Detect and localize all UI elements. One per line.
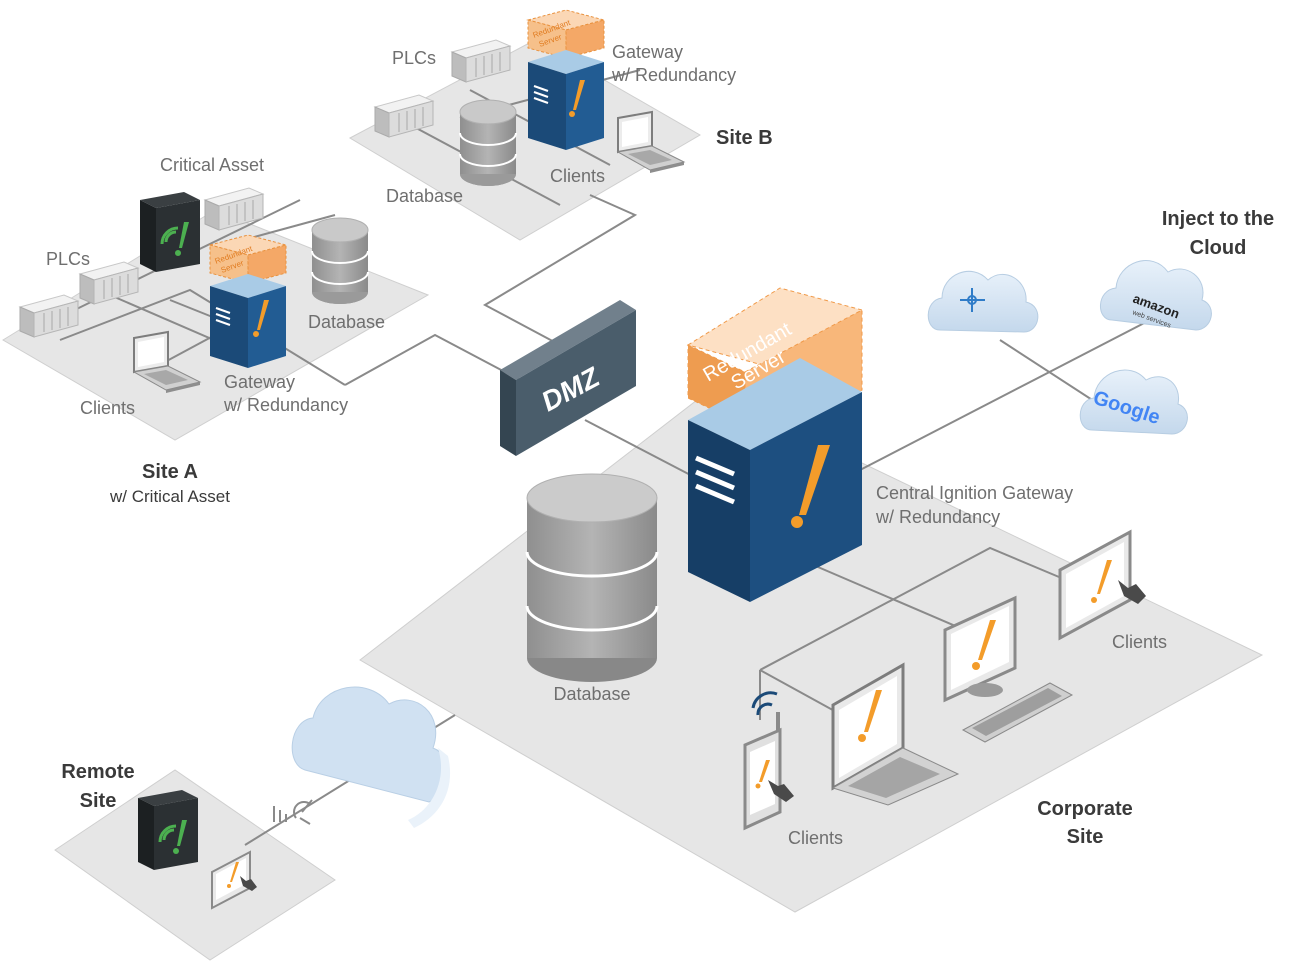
mobile-device-icon (743, 691, 794, 831)
amazon-web-services-icon: amazon web services (1100, 260, 1212, 331)
site-a-gateway-label: Gateway (224, 372, 295, 392)
site-b-gateway-label-2: w/ Redundancy (611, 65, 736, 85)
remote-touch-panel-icon (211, 850, 257, 910)
remote-platform (54, 769, 336, 961)
touch-monitor-icon (1058, 529, 1146, 641)
satellite-dish-icon (293, 799, 313, 825)
corporate-title: Corporate (1037, 798, 1133, 820)
central-database-label: Database (553, 684, 630, 704)
desktop-monitor-icon (943, 595, 1074, 743)
dmz-firewall: DMZ (500, 300, 636, 456)
remote-site (136, 788, 313, 910)
internet-cloud-icon (291, 686, 451, 828)
cloud-title: Inject to the (1162, 208, 1274, 230)
critical-asset-icon (138, 190, 202, 274)
site-b-title: Site B (716, 127, 773, 149)
central-database-icon (525, 473, 659, 682)
central-gateway-label: Central Ignition Gateway (876, 483, 1073, 503)
site-a-clients-label: Clients (80, 398, 135, 418)
site-a-critical-asset-label: Critical Asset (160, 155, 264, 175)
corporate-clients-right-label: Clients (1112, 632, 1167, 652)
database-icon (459, 99, 517, 187)
site-b-database-label: Database (386, 186, 463, 206)
corporate-clients-bottom-label: Clients (788, 828, 843, 848)
site-b-gateway-label: Gateway (612, 42, 683, 62)
cloud-services: amazon web services Google (927, 260, 1212, 435)
remote-asset-icon (136, 788, 200, 872)
remote-title: Remote (61, 761, 134, 783)
laptop-large-icon (831, 662, 960, 806)
site-a-title: Site A (142, 461, 198, 483)
database-icon (311, 217, 369, 305)
network-cloud-icon (927, 270, 1039, 333)
site-b: Redundant Server PLCs Gateway w/ Redunda… (374, 9, 773, 206)
antenna-icon (273, 806, 287, 822)
redundant-server-icon: Redundant Server (208, 234, 288, 284)
site-a-database-label: Database (308, 312, 385, 332)
corporate-title-2: Site (1067, 826, 1104, 848)
gateway-server-icon (528, 50, 604, 150)
gateway-server-icon (210, 274, 286, 368)
remote-title-2: Site (80, 790, 117, 812)
redundant-server-icon: Redundant Server (526, 9, 606, 59)
central-gateway-label-2: w/ Redundancy (875, 507, 1000, 527)
central-gateway-server (688, 358, 862, 602)
site-a-plcs-label: PLCs (46, 249, 90, 269)
site-b-plcs-label: PLCs (392, 48, 436, 68)
site-b-clients-label: Clients (550, 166, 605, 186)
plc-icon (204, 187, 264, 231)
site-a-subtitle: w/ Critical Asset (109, 487, 230, 506)
site-a-gateway-label-2: w/ Redundancy (223, 395, 348, 415)
cloud-title-2: Cloud (1190, 237, 1247, 259)
site-a: Redundant Server Critical Asset PLCs Dat… (19, 155, 385, 506)
google-cloud-icon: Google (1079, 369, 1188, 435)
